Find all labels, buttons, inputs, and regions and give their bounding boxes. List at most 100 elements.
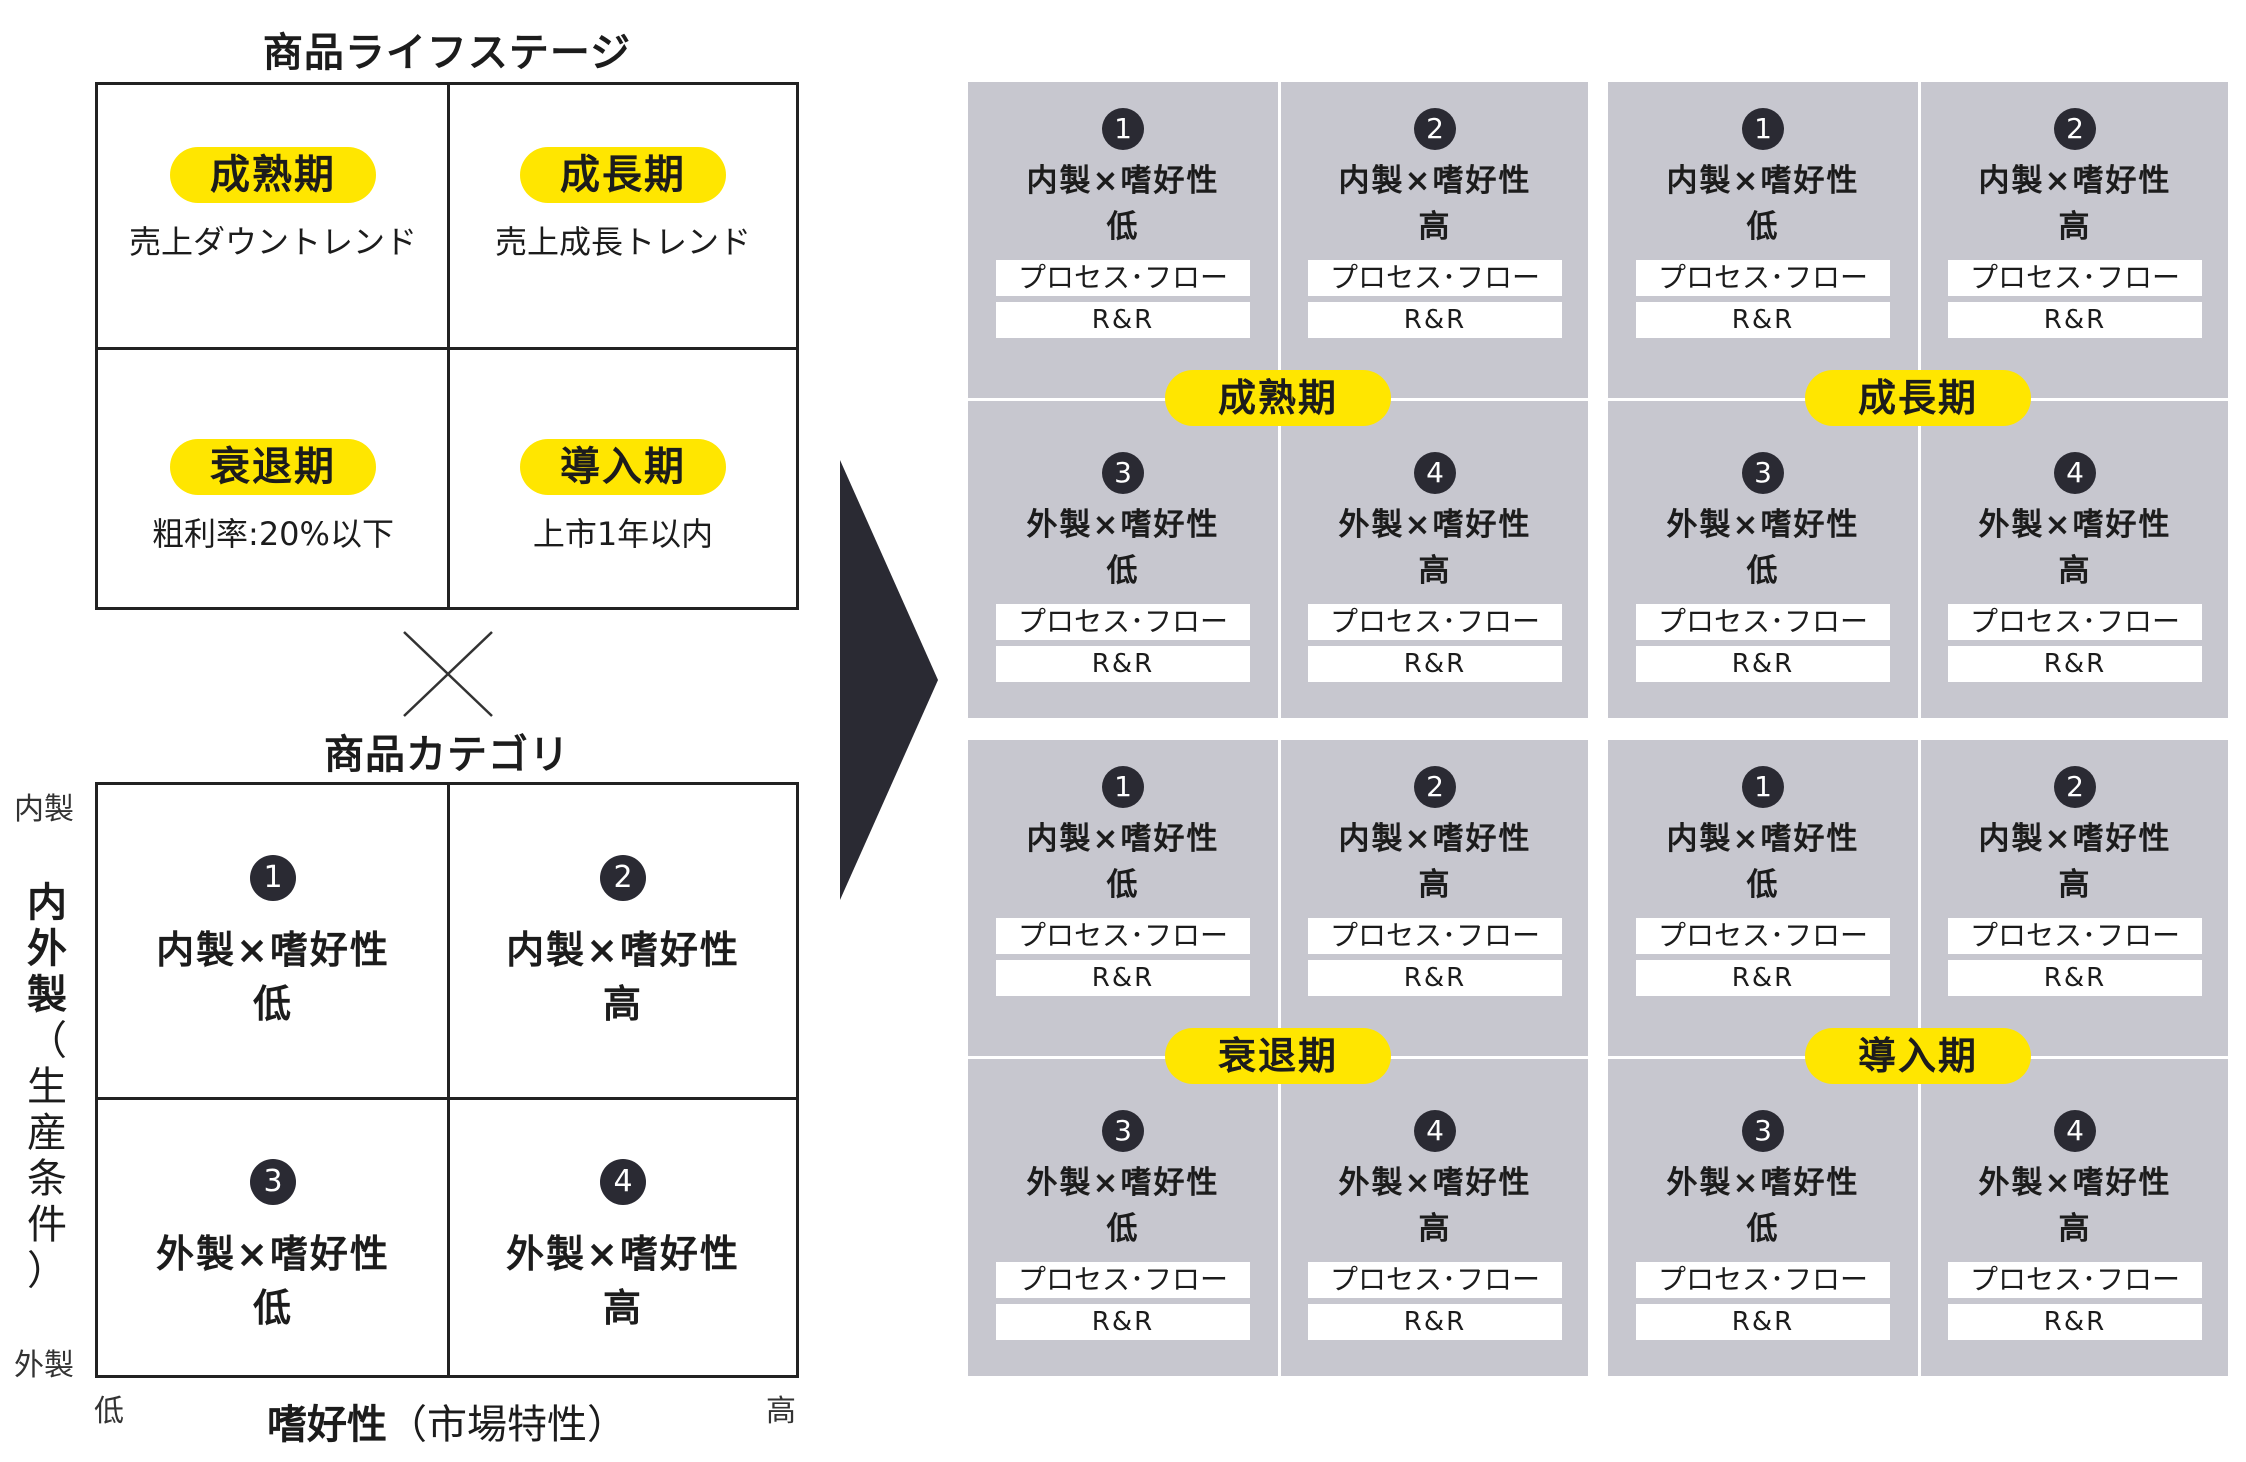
- process-flow-box: プロセス･フロー: [1948, 1262, 2202, 1298]
- process-flow-box: プロセス･フロー: [1308, 604, 1562, 640]
- category-cell-4: 4 外製×嗜好性 高: [448, 1159, 798, 1335]
- number-badge: 2: [2054, 108, 2096, 150]
- category-line2: 低: [1106, 553, 1140, 589]
- process-flow-box: プロセス･フロー: [996, 1262, 1250, 1298]
- process-flow-box: プロセス･フロー: [1308, 260, 1562, 296]
- y-axis-char: 生: [27, 1064, 67, 1110]
- category-line2: 高: [2058, 209, 2092, 245]
- stage-decline: 衰退期 粗利率:20%以下: [98, 439, 448, 555]
- category-line2: 低: [1106, 1211, 1140, 1247]
- arrow-right-icon: [840, 460, 938, 900]
- stage-pill: 導入期: [1805, 1028, 2031, 1084]
- category-line2: 高: [2058, 553, 2092, 589]
- process-flow-box: プロセス･フロー: [1308, 1262, 1562, 1298]
- category-cell-3: 3 外製×嗜好性 低: [98, 1159, 448, 1335]
- number-badge: 3: [1742, 1110, 1784, 1152]
- x-high-label: 高: [766, 1394, 796, 1429]
- category-line1: 外製×嗜好性: [1666, 1165, 1860, 1201]
- category-line2: 低: [1746, 209, 1780, 245]
- number-badge: 1: [1742, 108, 1784, 150]
- category-line2: 低: [1746, 553, 1780, 589]
- stage-desc: 上市1年以内: [532, 515, 714, 553]
- category-line1: 内製×嗜好性: [506, 928, 740, 972]
- category-line1: 外製×嗜好性: [1026, 507, 1220, 543]
- roles-box: R&R: [996, 960, 1250, 996]
- number-badge: 3: [250, 1159, 296, 1205]
- stage-intro: 導入期 上市1年以内: [448, 439, 798, 555]
- number-badge: 1: [1102, 108, 1144, 150]
- x-axis-title: 嗜好性（市場特性）: [95, 1392, 799, 1450]
- process-flow-box: プロセス･フロー: [1948, 604, 2202, 640]
- stage-growth: 成長期 売上成長トレンド: [448, 147, 798, 263]
- category-line1: 内製×嗜好性: [1338, 821, 1532, 857]
- number-badge: 2: [600, 855, 646, 901]
- x-low-label: 低: [94, 1394, 124, 1429]
- number-badge: 2: [1414, 108, 1456, 150]
- category-line2: 高: [2058, 1211, 2092, 1247]
- category-line1: 内製×嗜好性: [1666, 821, 1860, 857]
- category-label: 内製×嗜好性 高: [448, 923, 798, 1031]
- y-axis-title: 内 外 製 （ 生 産 条 件 ）: [22, 880, 72, 1294]
- category-line2: 低: [1106, 209, 1140, 245]
- x-axis-bold: 嗜好性: [267, 1402, 387, 1448]
- stage-pill: 成長期: [520, 147, 726, 203]
- stage-pill: 成熟期: [170, 147, 376, 203]
- stage-mature: 成熟期 売上ダウントレンド: [98, 147, 448, 263]
- y-axis-char: 件: [27, 1202, 67, 1248]
- x-axis-rest: （市場特性）: [387, 1402, 627, 1448]
- roles-box: R&R: [1948, 646, 2202, 682]
- roles-box: R&R: [996, 646, 1250, 682]
- category-cell-1: 1 内製×嗜好性 低: [98, 855, 448, 1031]
- process-flow-box: プロセス･フロー: [1636, 918, 1890, 954]
- process-flow-box: プロセス･フロー: [1948, 918, 2202, 954]
- roles-box: R&R: [1308, 1304, 1562, 1340]
- category-line2: 低: [252, 982, 293, 1026]
- y-axis-char: （: [27, 1018, 67, 1064]
- category-line1: 外製×嗜好性: [506, 1232, 740, 1276]
- category-line1: 外製×嗜好性: [156, 1232, 390, 1276]
- stage-desc: 売上成長トレンド: [494, 223, 751, 261]
- category-line1: 内製×嗜好性: [1338, 163, 1532, 199]
- process-flow-box: プロセス･フロー: [1308, 918, 1562, 954]
- stage-pill: 成熟期: [1165, 370, 1391, 426]
- process-flow-box: プロセス･フロー: [996, 918, 1250, 954]
- life-stage-title: 商品ライフステージ: [262, 30, 632, 76]
- y-axis-char: 外: [27, 926, 67, 972]
- process-flow-box: プロセス･フロー: [1636, 1262, 1890, 1298]
- number-badge: 4: [1414, 1110, 1456, 1152]
- y-bottom-label: 外製: [14, 1348, 74, 1383]
- category-grid: 1 内製×嗜好性 低 2 内製×嗜好性 高 3 外製×嗜好性 低 4 外製×嗜好…: [95, 782, 799, 1378]
- stage-pill: 成長期: [1805, 370, 2031, 426]
- category-line2: 高: [2058, 867, 2092, 903]
- roles-box: R&R: [1948, 960, 2202, 996]
- roles-box: R&R: [996, 1304, 1250, 1340]
- process-flow-box: プロセス･フロー: [1636, 260, 1890, 296]
- category-line1: 内製×嗜好性: [1978, 821, 2172, 857]
- number-badge: 3: [1102, 452, 1144, 494]
- category-line1: 外製×嗜好性: [1666, 507, 1860, 543]
- category-line1: 内製×嗜好性: [1666, 163, 1860, 199]
- number-badge: 4: [600, 1159, 646, 1205]
- process-flow-box: プロセス･フロー: [996, 604, 1250, 640]
- category-line1: 外製×嗜好性: [1978, 1165, 2172, 1201]
- stage-pill: 導入期: [520, 439, 726, 495]
- process-flow-box: プロセス･フロー: [1636, 604, 1890, 640]
- category-line1: 外製×嗜好性: [1026, 1165, 1220, 1201]
- number-badge: 1: [1742, 766, 1784, 808]
- stage-pill: 衰退期: [1165, 1028, 1391, 1084]
- roles-box: R&R: [1948, 302, 2202, 338]
- number-badge: 4: [2054, 452, 2096, 494]
- category-line2: 低: [1746, 1211, 1780, 1247]
